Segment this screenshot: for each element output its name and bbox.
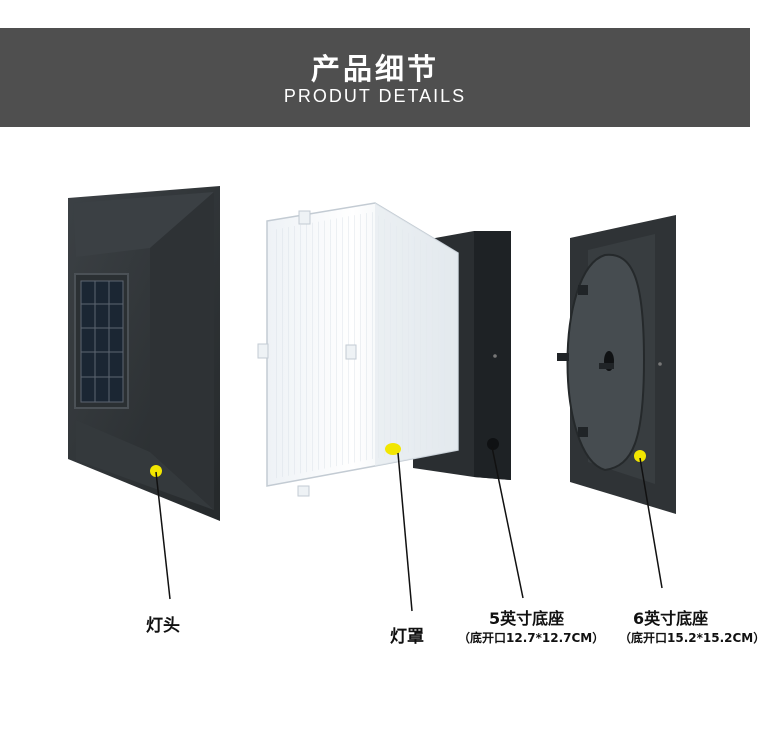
lamp-cover-label: 灯罩 xyxy=(390,627,424,647)
base-6-inch-marker-dot xyxy=(634,450,646,462)
lamp-cover-side-flare xyxy=(375,203,458,466)
base-5-inch-screw-hole xyxy=(493,354,497,358)
base-5-inch-pointer-line xyxy=(491,446,524,599)
page-subtitle: PRODUT DETAILS xyxy=(283,86,467,106)
base-5-inch-hole xyxy=(487,438,499,450)
lamp-cover-marker-dot xyxy=(385,443,401,455)
lamp-head-marker-dot xyxy=(150,465,162,477)
header-banner: 产品细节 PRODUT DETAILS xyxy=(0,28,750,127)
lamp-cover-tab-right xyxy=(345,344,357,360)
base-6-inch-clips xyxy=(557,285,614,437)
base-6-inch-note: （底开口15.2*15.2CM） xyxy=(619,631,765,645)
lamp-cover-tab-left xyxy=(257,343,269,359)
base-5-inch-note: （底开口12.7*12.7CM） xyxy=(458,631,605,645)
lamp-head-side-bevel xyxy=(150,192,214,510)
lamp-head-pointer-line xyxy=(155,471,171,600)
lamp-cover-tab-bottom xyxy=(297,485,310,497)
base-6-inch-product xyxy=(557,215,676,589)
lamp-cover-tab-top xyxy=(298,210,311,225)
page-title: 产品细节 xyxy=(310,52,439,86)
lamp-head-bottom-bevel xyxy=(76,420,214,510)
base-6-inch-screw-hole xyxy=(658,362,662,366)
solar-panel-cells xyxy=(80,280,124,403)
base-6-inch-pointer-line xyxy=(639,457,663,589)
base-6-inch-label: 6英寸底座 xyxy=(633,609,709,628)
base-5-inch-label: 5英寸底座 xyxy=(489,609,565,628)
lamp-head-product xyxy=(68,186,220,600)
lamp-head-top-bevel xyxy=(73,192,214,257)
lamp-cover-pointer-line xyxy=(397,452,413,612)
lamp-head-label: 灯头 xyxy=(146,616,180,636)
base-5-inch-front-face xyxy=(474,231,511,480)
lamp-cover-product xyxy=(257,202,459,612)
